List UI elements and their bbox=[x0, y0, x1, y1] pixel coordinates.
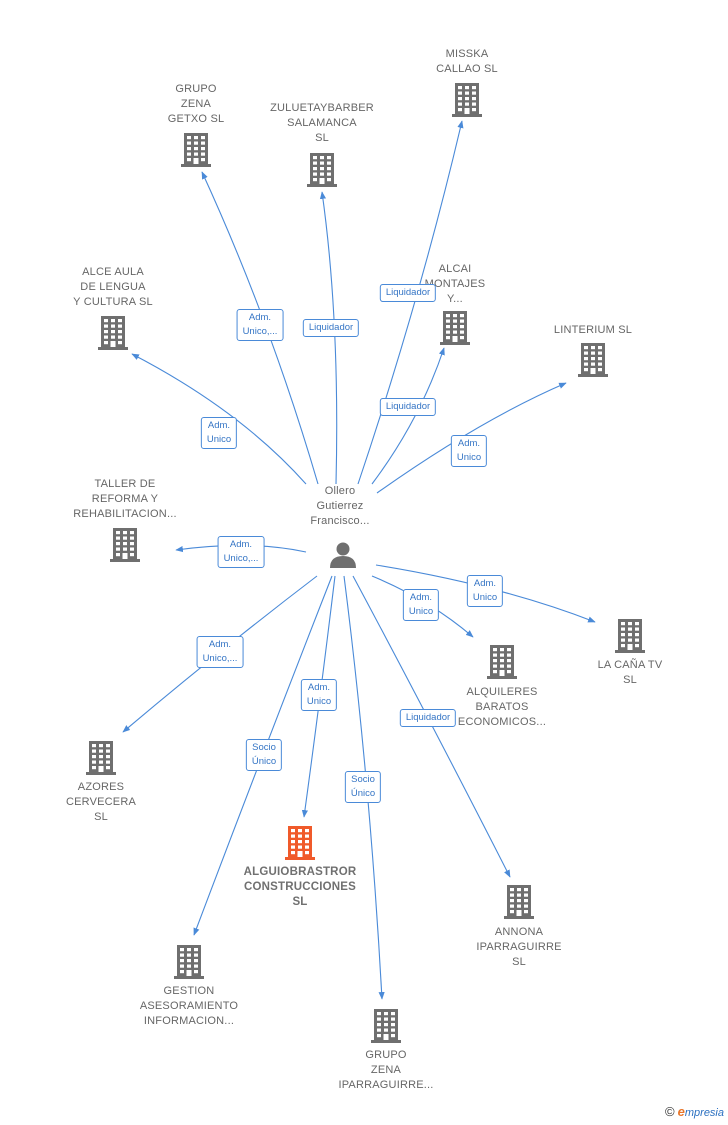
company-label-la-cana-tv[interactable]: LA CAÑA TV SL bbox=[597, 659, 663, 686]
company-label-grupo-zena-getxo[interactable]: GRUPO ZENA GETXO SL bbox=[167, 83, 225, 125]
relation-badge-la-cana-tv[interactable]: Adm. Unico bbox=[466, 575, 504, 607]
relation-edge-alce-aula bbox=[131, 353, 307, 485]
company-label-alcai-montajes[interactable]: ALCAI MONTAJES Y... bbox=[424, 263, 486, 305]
relation-edge-zuluetaybarber bbox=[319, 191, 338, 485]
building-icon[interactable] bbox=[181, 133, 211, 167]
relation-badge-gestion-asesoramiento[interactable]: Socio Único bbox=[245, 739, 283, 771]
relation-badge-alquileres-baratos[interactable]: Adm. Unico bbox=[402, 589, 440, 621]
person-icon[interactable] bbox=[330, 542, 356, 569]
company-label-annona[interactable]: ANNONA IPARRAGUIRRE SL bbox=[476, 926, 562, 968]
relation-badge-misska-callao[interactable]: Liquidador bbox=[379, 284, 437, 302]
relation-badge-zuluetaybarber[interactable]: Liquidador bbox=[302, 319, 360, 337]
brand-logo-text: mpresia bbox=[684, 1107, 724, 1119]
relation-badge-alguiobrastror[interactable]: Adm. Unico bbox=[300, 679, 338, 711]
company-label-alce-aula[interactable]: ALCE AULA DE LENGUA Y CULTURA SL bbox=[73, 266, 153, 308]
relation-badge-grupo-zena-getxo[interactable]: Adm. Unico,... bbox=[236, 309, 284, 341]
copyright-icon: © bbox=[665, 1104, 675, 1119]
company-label-grupo-zena-iparraguirre[interactable]: GRUPO ZENA IPARRAGUIRRE... bbox=[338, 1049, 434, 1091]
building-icon[interactable] bbox=[504, 885, 534, 919]
company-label-linterium[interactable]: LINTERIUM SL bbox=[553, 324, 633, 336]
building-icon[interactable] bbox=[110, 528, 140, 562]
company-label-gestion-asesoramiento[interactable]: GESTION ASESORAMIENTO INFORMACION... bbox=[139, 985, 239, 1027]
relation-badge-linterium[interactable]: Adm. Unico bbox=[450, 435, 488, 467]
building-icon[interactable] bbox=[371, 1009, 401, 1043]
relation-badge-grupo-zena-iparraguirre[interactable]: Socio Único bbox=[344, 771, 382, 803]
person-label[interactable]: Ollero Gutierrez Francisco... bbox=[310, 485, 370, 527]
company-label-alguiobrastror[interactable]: ALGUIOBRASTROR CONSTRUCCIONES SL bbox=[243, 866, 357, 908]
company-label-misska-callao[interactable]: MISSKA CALLAO SL bbox=[436, 48, 498, 75]
relation-edge-linterium bbox=[376, 382, 567, 494]
company-label-azores-cervecera[interactable]: AZORES CERVECERA SL bbox=[65, 781, 137, 823]
building-icon[interactable] bbox=[307, 153, 337, 187]
company-label-zuluetaybarber[interactable]: ZULUETAYBARBER SALAMANCA SL bbox=[270, 102, 374, 144]
building-icon[interactable] bbox=[615, 619, 645, 653]
building-icon[interactable] bbox=[86, 741, 116, 775]
building-icon[interactable] bbox=[98, 316, 128, 350]
building-icon[interactable] bbox=[174, 945, 204, 979]
building-icon[interactable] bbox=[578, 343, 608, 377]
relation-badge-taller-reforma[interactable]: Adm. Unico,... bbox=[217, 536, 265, 568]
building-icon[interactable] bbox=[440, 311, 470, 345]
building-icon[interactable] bbox=[452, 83, 482, 117]
brand-logo-initial: e bbox=[677, 1104, 685, 1119]
relation-badge-azores-cervecera[interactable]: Adm. Unico,... bbox=[196, 636, 244, 668]
relation-badge-alcai-montajes[interactable]: Liquidador bbox=[379, 398, 437, 416]
relation-edge-alcai-montajes bbox=[371, 347, 445, 485]
company-label-taller-reforma[interactable]: TALLER DE REFORMA Y REHABILITACION... bbox=[73, 478, 177, 520]
footer-brand: ©empresia bbox=[665, 1104, 724, 1119]
relation-badge-alce-aula[interactable]: Adm. Unico bbox=[200, 417, 238, 449]
building-icon[interactable] bbox=[487, 645, 517, 679]
relation-badge-annona[interactable]: Liquidador bbox=[399, 709, 457, 727]
company-label-alquileres-baratos[interactable]: ALQUILERES BARATOS ECONOMICOS... bbox=[457, 686, 547, 728]
building-icon[interactable] bbox=[285, 826, 315, 860]
